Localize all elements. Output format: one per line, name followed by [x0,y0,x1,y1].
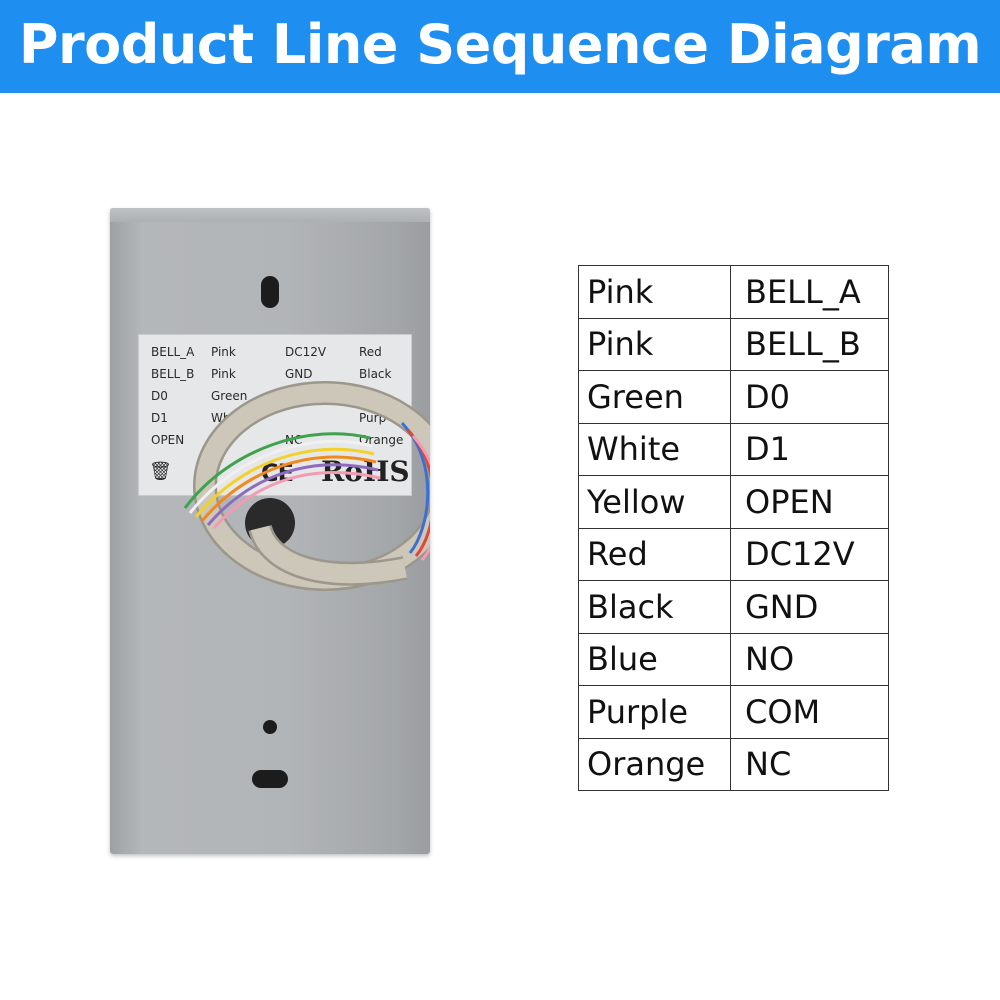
table-row: Red DC12V [578,527,889,581]
table-row: Orange NC [578,737,889,791]
label-red: Red [359,345,382,359]
mounting-slot-top [261,276,279,308]
wiring-table: Pink BELL_A Pink BELL_B Green D0 White D… [578,265,889,791]
label-pink-1: Pink [211,345,236,359]
wire-signal-cell: GND [730,580,889,634]
cable-coil [183,381,430,591]
label-bell-b: BELL_B [151,367,195,381]
wire-color-cell: Green [578,370,731,424]
wire-signal-cell: DC12V [730,527,889,581]
wire-signal-cell: COM [730,685,889,739]
wire-color-cell: Blue [578,632,731,686]
wire-signal-cell: BELL_A [730,265,889,319]
label-green: Green [211,389,248,403]
label-pink-2: Pink [211,367,236,381]
table-row: White D1 [578,422,889,476]
wire-signal-cell: NO [730,632,889,686]
wire-color-cell: Pink [578,317,731,371]
table-row: Blue NO [578,632,889,686]
wire-color-cell: Pink [578,265,731,319]
wire-signal-cell: BELL_B [730,317,889,371]
label-bell-a: BELL_A [151,345,195,359]
wire-signal-cell: D1 [730,422,889,476]
mounting-slot-bottom [252,770,288,788]
wire-color-cell: Black [578,580,731,634]
table-row: Pink BELL_A [578,265,889,319]
table-row: Yellow OPEN [578,475,889,529]
label-open: OPEN [151,433,185,447]
wire-color-cell: Red [578,527,731,581]
label-black: Black [359,367,392,381]
table-row: Purple COM [578,685,889,739]
page-title: Product Line Sequence Diagram [18,13,982,76]
label-gnd: GND [285,367,313,381]
wire-signal-cell: D0 [730,370,889,424]
wire-signal-cell: NC [730,737,889,791]
label-d0: D0 [151,389,168,403]
header-banner: Product Line Sequence Diagram [0,0,1000,93]
table-row: Pink BELL_B [578,317,889,371]
wiring-label-sticker: BELL_A BELL_B D0 D1 OPEN Pink Pink Green… [138,334,412,496]
crossed-bin-icon: 🗑 [149,461,172,481]
device-top-edge [110,208,430,222]
table-row: Green D0 [578,370,889,424]
device-back-panel: BELL_A BELL_B D0 D1 OPEN Pink Pink Green… [110,208,430,854]
mounting-hole-bottom [263,720,277,734]
wire-color-cell: Purple [578,685,731,739]
wire-color-cell: White [578,422,731,476]
wire-color-cell: Orange [578,737,731,791]
table-row: Black GND [578,580,889,634]
label-dc12v: DC12V [285,345,327,359]
label-d1: D1 [151,411,168,425]
wire-color-cell: Yellow [578,475,731,529]
wire-signal-cell: OPEN [730,475,889,529]
